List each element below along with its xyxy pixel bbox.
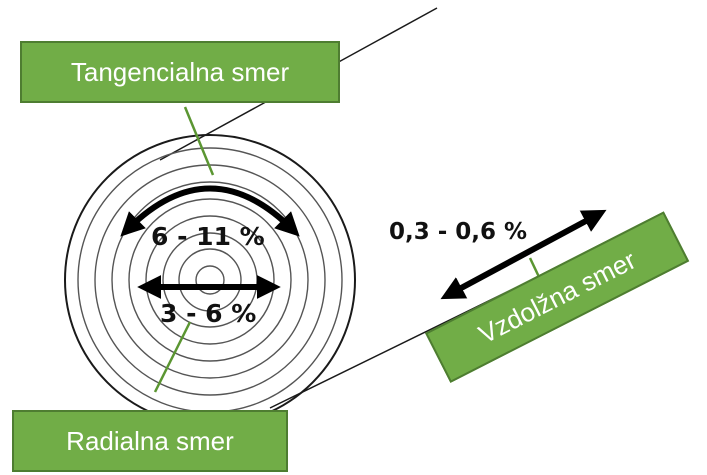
longitudinal-value: 0,3 - 0,6 % bbox=[389, 219, 527, 245]
ring-5 bbox=[128, 198, 292, 362]
radial-value: 3 - 6 % bbox=[160, 299, 256, 328]
growth-rings bbox=[64, 134, 356, 426]
tangential-label-text: Tangencialna smer bbox=[70, 56, 290, 87]
ring-4 bbox=[111, 181, 309, 379]
ring-1 bbox=[64, 134, 356, 426]
radial-direction-label: Radialna smer bbox=[12, 410, 288, 472]
tangential-leader-line bbox=[183, 106, 215, 176]
tangential-arrow bbox=[120, 185, 300, 237]
tangential-direction-label: Tangencialna smer bbox=[20, 41, 340, 103]
tangential-value: 6 - 11 % bbox=[151, 222, 265, 251]
longitudinal-arrow bbox=[440, 209, 607, 300]
radial-label-text: Radialna smer bbox=[66, 425, 234, 456]
radial-leader-line bbox=[153, 321, 192, 393]
